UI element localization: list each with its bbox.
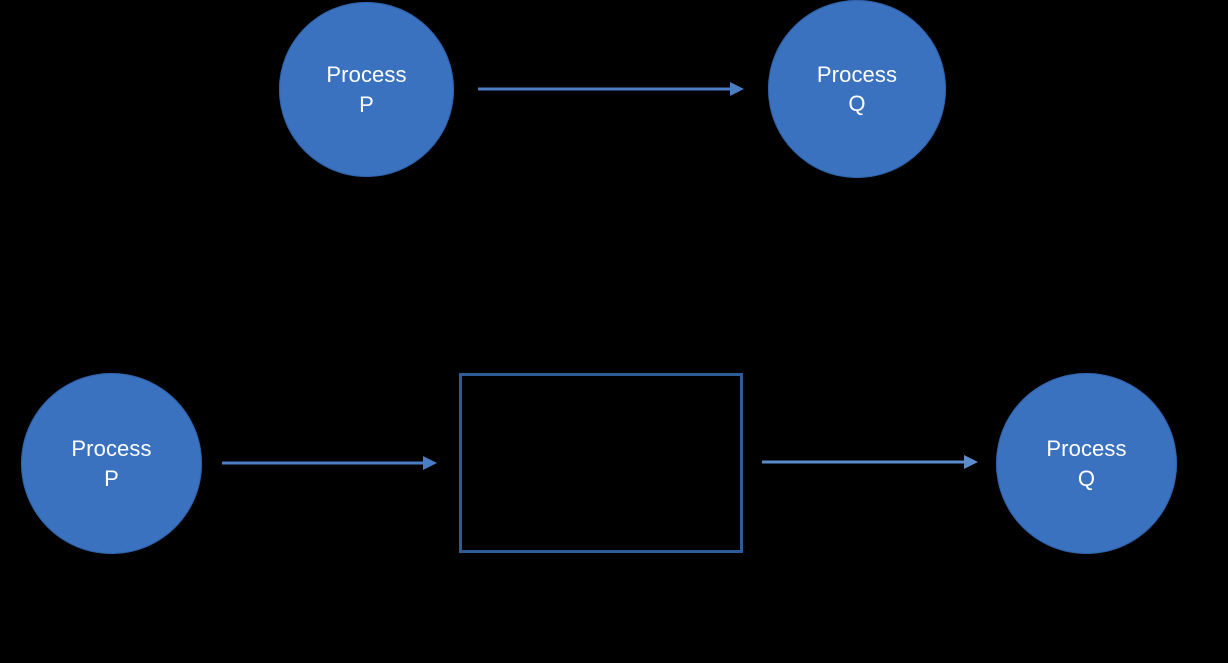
edge-bottom-p-to-box [222, 456, 437, 470]
node-top-process-p[interactable]: Process P [279, 2, 454, 177]
node-label: Process P [71, 436, 152, 491]
edge-bottom-box-to-q [762, 455, 978, 469]
node-bottom-process-p[interactable]: Process P [21, 373, 202, 554]
node-label: Process Q [1046, 436, 1127, 491]
arrowhead-icon [730, 82, 744, 96]
node-label: Process P [326, 62, 407, 117]
node-bottom-process-q[interactable]: Process Q [996, 373, 1177, 554]
arrowhead-icon [964, 455, 978, 469]
node-middle-box[interactable] [459, 373, 743, 553]
edge-top-p-to-q [478, 82, 744, 96]
node-label: Process Q [816, 61, 898, 116]
node-top-process-q[interactable]: Process Q [768, 0, 946, 178]
arrowhead-icon [423, 456, 437, 470]
